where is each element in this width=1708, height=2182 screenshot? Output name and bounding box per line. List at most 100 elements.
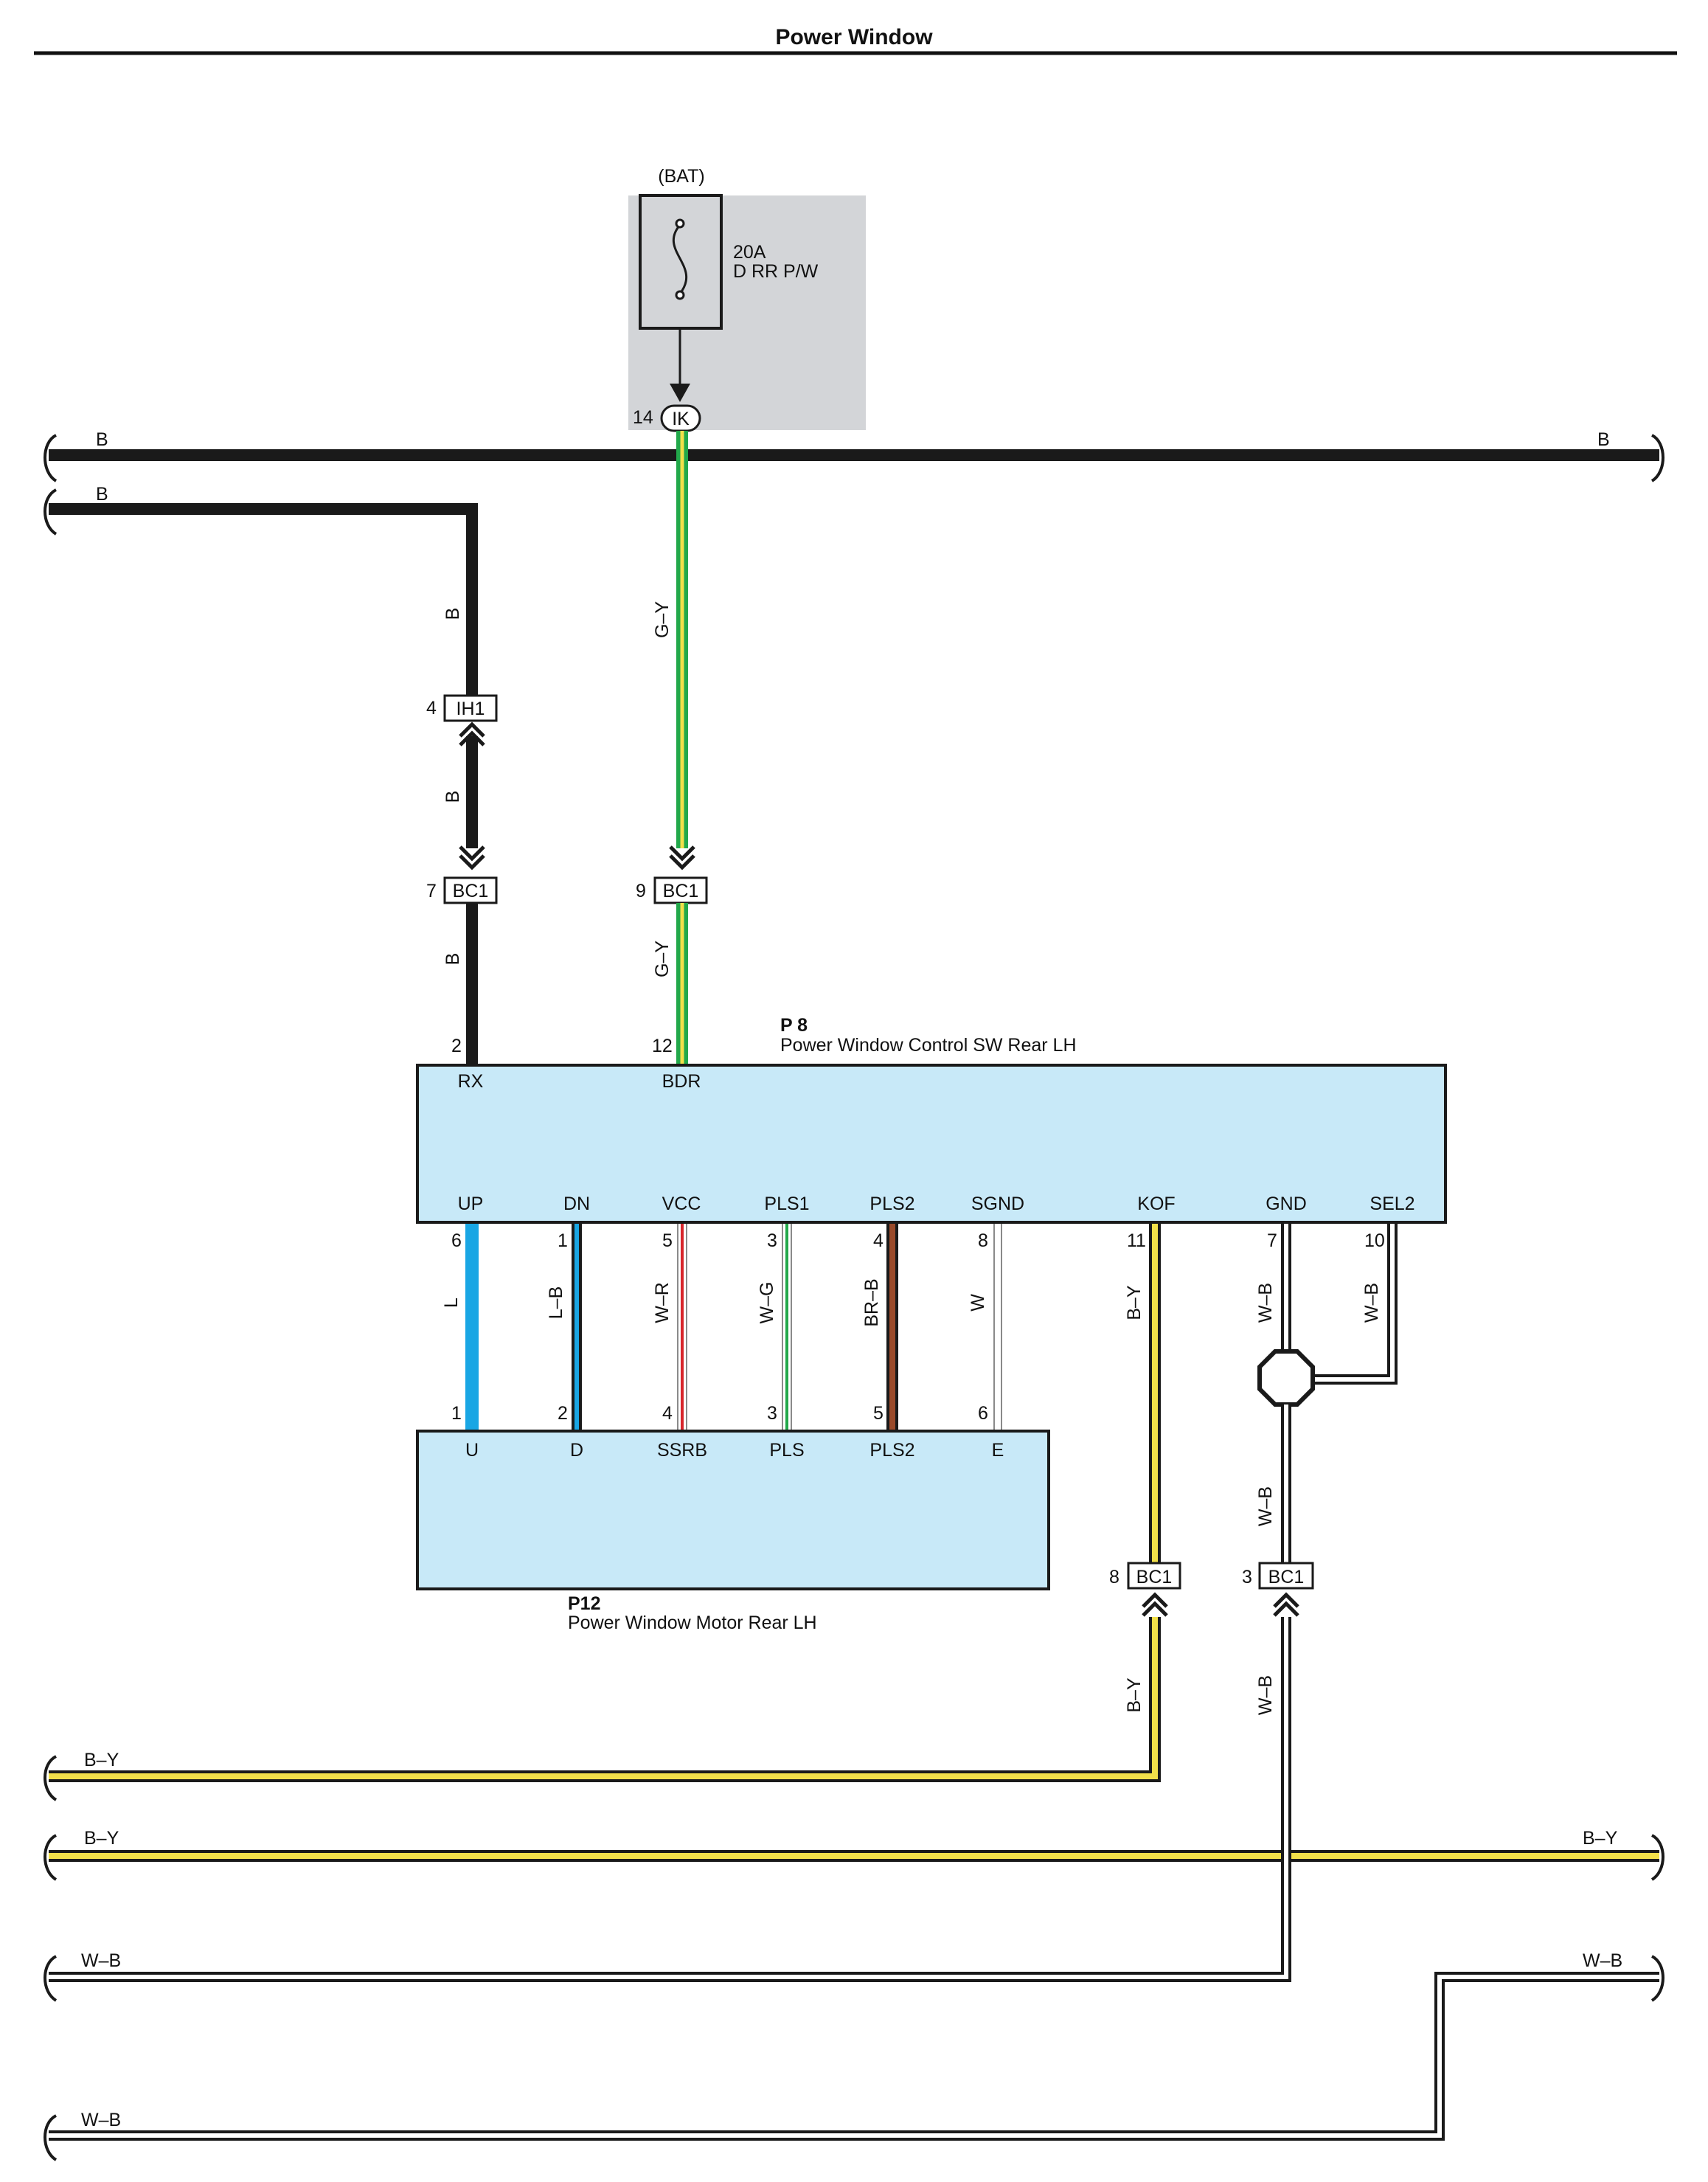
connector-bc1-wb-pin: 3 [1242, 1567, 1252, 1587]
p8-pin-sgnd-num: 8 [978, 1230, 988, 1251]
p8-pin-sel2-label: SEL2 [1369, 1194, 1414, 1214]
connector-bc1-by-pin: 8 [1109, 1567, 1119, 1587]
wire-color-vcc: W–R [652, 1282, 673, 1323]
wire-break-icon [44, 2114, 58, 2161]
p12-code: P12 [568, 1593, 600, 1614]
wire-color-gy-2: G–Y [652, 941, 673, 977]
wire-break-icon [1650, 434, 1664, 482]
wire-color-pls1: W–G [757, 1282, 777, 1324]
p8-p12-link-wires: L L–B W–R W–G BR–B W 1 2 4 3 5 6 [441, 1224, 1002, 1431]
p8-pin-pls2-num: 4 [873, 1230, 883, 1251]
wire-color-b-2: B [442, 791, 463, 803]
p8-pin-bdr-num: 12 [652, 1036, 673, 1056]
fuse-block: (BAT) 20A D RR P/W 14 IK [628, 166, 866, 432]
wire-color-pls2: BR–B [861, 1278, 882, 1326]
wire-color-up: L [441, 1298, 462, 1308]
p12-pin-u-num: 1 [451, 1403, 462, 1424]
p8-pin-kof-label: KOF [1137, 1194, 1175, 1214]
bdr-wire-run: G–Y 9 BC1 G–Y [636, 431, 708, 1065]
wire-break-icon [1650, 1834, 1664, 1881]
wb-wire-2-label: W–B [81, 2110, 121, 2130]
p8-pin-bdr-label: BDR [662, 1071, 701, 1092]
lower-bus-wires: B–Y B–Y B–Y W–B W–B W–B [44, 1617, 1664, 2161]
component-p8: P 8 Power Window Control SW Rear LH 2 RX… [416, 1015, 1447, 1251]
connector-ik-label: IK [672, 409, 690, 429]
fuse-arrow-icon [670, 384, 690, 402]
wire-color-by-low: B–Y [1124, 1677, 1145, 1713]
wire-break-icon [44, 1755, 58, 1801]
p8-pin-sel2-num: 10 [1364, 1230, 1385, 1251]
connector-ih1 [443, 694, 498, 722]
wb-wire-1 [49, 1617, 1291, 1982]
by-wire-1 [49, 1617, 1161, 1782]
connector-bc1-wb-label: BC1 [1268, 1567, 1305, 1587]
p8-pin-up-num: 6 [451, 1230, 462, 1251]
wire-color-kof: B–Y [1124, 1285, 1145, 1320]
p8-pin-rx-num: 2 [451, 1036, 462, 1056]
wb-wire-2 [49, 1972, 1659, 2141]
wire-color-b-3: B [442, 953, 463, 966]
connector-ih1-pin: 4 [426, 698, 437, 718]
chevron-up-icon [1273, 1592, 1299, 1608]
p8-pin-vcc-label: VCC [662, 1194, 701, 1214]
connector-bc1-gy-pin: 9 [636, 881, 646, 901]
b-bus-wires: B B B [44, 429, 1664, 708]
chevron-up-icon [459, 721, 485, 738]
p12-box [416, 1430, 1050, 1590]
splice-point [1257, 1349, 1315, 1407]
p8-code: P 8 [780, 1015, 808, 1036]
chevron-up-icon [1142, 1601, 1168, 1617]
p12-pin-pls2-label: PLS2 [869, 1440, 914, 1461]
wire-color-wb-mid: W–B [1255, 1486, 1276, 1526]
p8-pin-vcc-num: 5 [662, 1230, 673, 1251]
connector-bc1-b [443, 876, 498, 904]
p8-pin-pls1-label: PLS1 [764, 1194, 809, 1214]
connector-bc1-wb [1258, 1562, 1314, 1590]
connector-bc1-by [1127, 1562, 1181, 1590]
chevron-down-icon [459, 854, 485, 870]
wire-break-icon [44, 488, 58, 536]
component-p12: U D SSRB PLS PLS2 E P12 Power Window Mot… [416, 1430, 1050, 1633]
wb-right-label: W–B [1583, 1950, 1622, 1971]
p8-pin-sgnd-label: SGND [971, 1194, 1024, 1214]
p12-pin-d-num: 2 [558, 1403, 568, 1424]
connector-bc1-gy-label: BC1 [663, 881, 699, 901]
b-wire-second-label: B [96, 484, 108, 505]
fuse-block-background [628, 195, 866, 430]
fuse-source-label: (BAT) [658, 166, 704, 187]
b-bus-left-label: B [96, 429, 108, 450]
chevron-up-icon [459, 730, 485, 747]
p8-pin-dn-label: DN [563, 1194, 590, 1214]
p12-pin-e-label: E [992, 1440, 1004, 1461]
b-wire-second [49, 503, 478, 708]
p12-pin-pls2-num: 5 [873, 1403, 883, 1424]
p8-box [416, 1064, 1447, 1224]
p12-pin-u-label: U [465, 1440, 479, 1461]
p12-pin-pls-num: 3 [767, 1403, 777, 1424]
wire-color-sel2: W–B [1361, 1283, 1382, 1323]
wire-break-icon [1650, 1955, 1664, 2002]
p8-pin-gnd-num: 7 [1267, 1230, 1277, 1251]
connector-bc1-by-label: BC1 [1136, 1567, 1173, 1587]
p8-pin-kof-num: 11 [1127, 1230, 1146, 1251]
p8-pin-pls2-label: PLS2 [869, 1194, 914, 1214]
kof-wire-run: B–Y 8 BC1 B–Y [1109, 1224, 1181, 1713]
wire-color-wb-low: W–B [1255, 1675, 1276, 1715]
gnd-wire-run: W–B W–B W–B 3 BC1 W–B [1242, 1224, 1398, 1715]
p12-pin-pls-label: PLS [769, 1440, 804, 1461]
wire-color-sgnd: W [968, 1294, 988, 1312]
wire-color-dn: L–B [546, 1286, 566, 1319]
p8-name: Power Window Control SW Rear LH [780, 1035, 1077, 1056]
by-wire-1-label: B–Y [84, 1750, 119, 1770]
page-title: Power Window [775, 25, 933, 49]
chevron-down-icon [669, 854, 695, 870]
wire-color-gnd: W–B [1255, 1283, 1276, 1323]
by-bus-2-left-label: B–Y [84, 1828, 119, 1849]
rx-wire-run: B 4 IH1 B 7 BC1 B [426, 608, 498, 1065]
chevron-down-icon [669, 845, 695, 862]
by-bus-2-right-label: B–Y [1583, 1828, 1618, 1849]
wire-break-icon [44, 1834, 58, 1881]
fuse-icon [672, 224, 688, 294]
p12-name: Power Window Motor Rear LH [568, 1613, 817, 1633]
